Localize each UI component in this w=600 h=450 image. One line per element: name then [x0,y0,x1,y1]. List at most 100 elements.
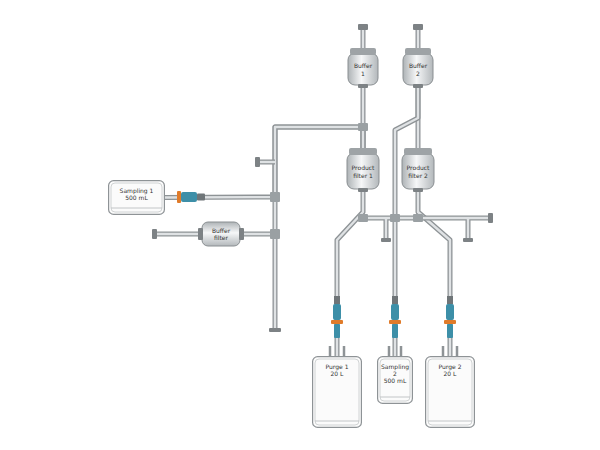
filter-cap [239,228,244,240]
node-text: Buffer 1 [352,62,374,76]
end-cap [488,213,493,223]
tube [260,161,275,163]
connector-ring [177,191,181,203]
filter-outlet [358,188,368,192]
filter-cap [349,148,377,155]
filter-body [403,53,433,85]
tube [157,233,198,235]
bag-outline [313,357,362,428]
filter-cap [404,148,432,155]
bag-box: Purge 220 L [425,356,475,428]
bag-seal [428,359,472,425]
tube [165,127,363,198]
tee-junction [358,123,368,131]
node-text: Product filter 2 [406,164,430,178]
tube [165,127,363,198]
node-label: Purge 120 L [316,363,358,377]
end-cap [269,328,281,332]
bag-port [330,346,457,356]
node-label: Buffer filter [205,227,237,241]
tee-junction [270,229,280,239]
bag-box: Purge 120 L [312,356,362,428]
bag-outline [109,181,165,215]
bag-seal [111,183,162,212]
connector-ring [389,320,401,324]
tube [244,127,363,234]
filter-cap [405,48,431,55]
tube [361,30,366,48]
node-label: Product filter 2 [406,164,430,178]
filter-outlet [413,84,423,88]
connector-body [447,296,453,304]
tube [417,30,419,48]
filter-capsule: Buffer filter [198,222,244,246]
tube [363,218,488,238]
filter-cap [350,48,376,55]
tube [260,160,275,165]
node-text: Buffer 2 [407,62,429,76]
connector-ring [331,320,343,324]
connector-ring [444,320,456,324]
bag-box: Sampling 1500 mL [108,180,165,215]
node-text: Sampling 1 [112,187,161,194]
filter-body [202,222,240,246]
filter-body [347,153,379,189]
end-cap [413,24,423,30]
aseptic-connector [392,324,398,338]
tube [157,232,198,237]
tee-junction [270,192,280,202]
tee-junction [390,214,400,222]
connector-body [334,296,340,304]
node-text: Product filter 1 [351,164,375,178]
aseptic-connector [391,304,399,320]
filter-cap [198,228,203,240]
tube [363,218,488,238]
aseptic-connector [334,324,340,338]
bag-seal [428,421,472,422]
tee-junction [413,214,423,222]
filter-capsule: Product filter 2 [402,148,434,192]
bag-seal [315,421,359,422]
aseptic-connector [447,324,453,338]
node-label: Purge 220 L [429,363,471,377]
aseptic-connector [181,192,197,202]
node-label: Sampling 1500 mL [112,187,161,201]
node-label: Buffer 2 [407,62,429,76]
filter-capsule: Buffer 2 [403,48,433,88]
filter-body [348,53,378,85]
filter-outlet [413,188,423,192]
tee-junction [358,214,368,222]
node-text: Purge 1 [316,363,358,370]
end-cap [358,24,368,30]
aseptic-connector [333,304,341,320]
node-text: Buffer filter [205,227,237,241]
node-text: Sampling 2 [381,363,409,377]
bag-seal [315,359,359,425]
connector-body [197,194,205,201]
filter-capsule: Buffer 1 [348,48,378,88]
end-cap [255,157,260,167]
bag-outline [426,357,475,428]
node-label: Buffer 1 [352,62,374,76]
bag-outline [378,357,413,404]
bag-seal [380,397,410,398]
node-label: Sampling 2500 mL [381,363,409,385]
node-text: 20 L [316,370,358,377]
node-text: 500 mL [381,377,409,384]
tube [244,127,363,234]
filter-body [402,153,434,189]
tube [362,30,364,48]
tube [273,234,278,328]
aseptic-connector [331,296,456,338]
node-text: Purge 2 [429,363,471,370]
bag-box: Sampling 2500 mL [377,356,413,404]
end-cap [381,238,391,242]
end-cap [463,238,473,242]
node-text: 20 L [429,370,471,377]
tube [274,234,276,328]
filter-outlet [358,84,368,88]
tubing-connector [165,127,363,198]
bag-seal [111,208,162,209]
